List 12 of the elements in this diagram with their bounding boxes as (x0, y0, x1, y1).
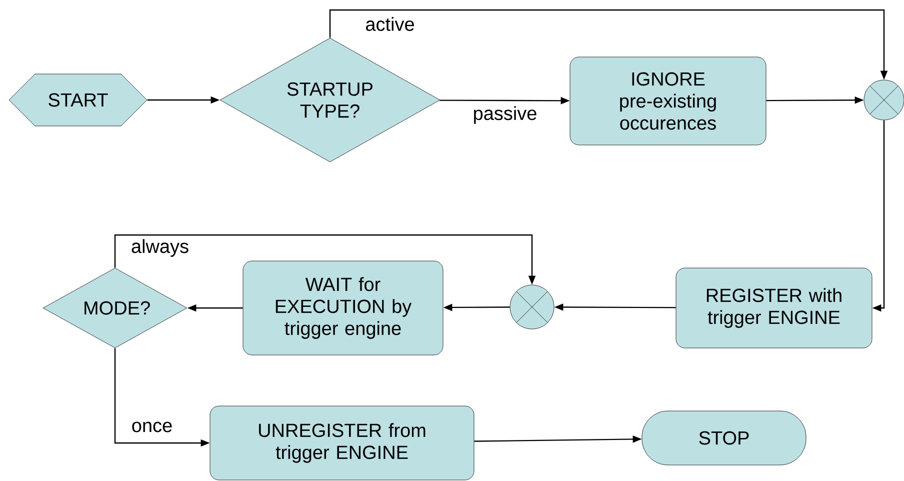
process-box: WAIT for EXECUTION by trigger engine (242, 260, 444, 356)
process-box: IGNORE pre-existing occurences (570, 56, 766, 146)
process-box: UNREGISTER from trigger ENGINE (210, 406, 474, 480)
junction-circle (864, 80, 904, 120)
edge-label: passive (472, 105, 538, 125)
start-hexagon: START (8, 74, 148, 126)
terminator: STOP (642, 410, 806, 466)
process-box: REGISTER with trigger ENGINE (676, 268, 872, 348)
edge-label: once (130, 420, 174, 434)
edge-label: active (364, 16, 416, 32)
edge-label: always (130, 238, 190, 258)
junction-circle (510, 284, 554, 330)
